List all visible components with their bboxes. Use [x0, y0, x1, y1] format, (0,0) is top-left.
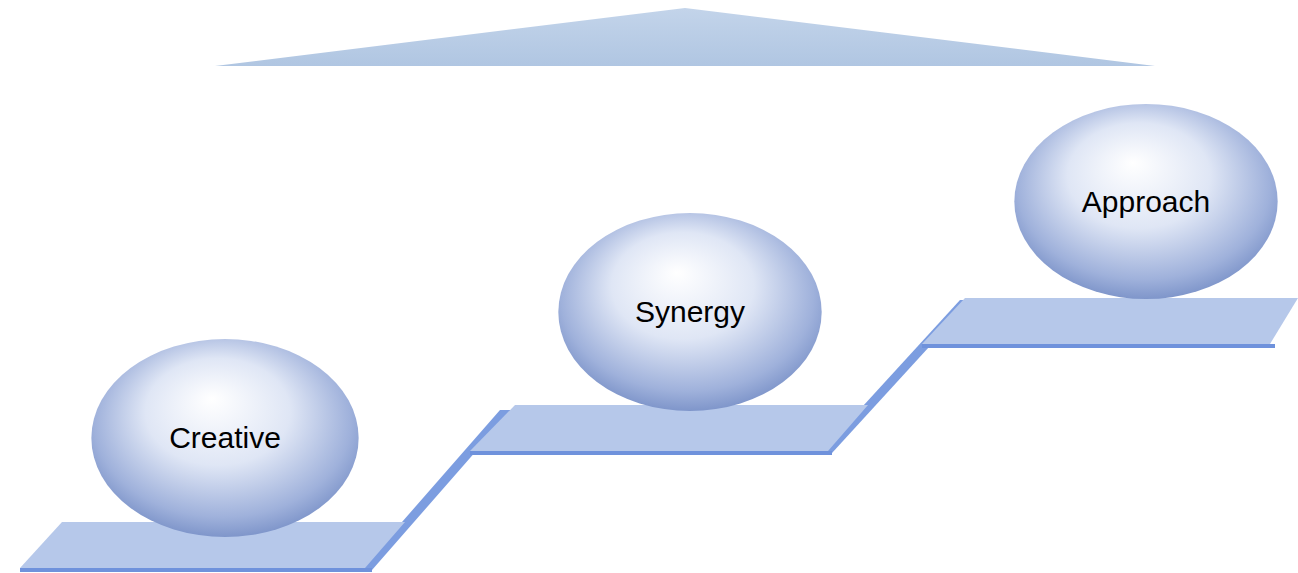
sphere-label: Approach [1082, 185, 1210, 219]
sphere-node: Creative [90, 338, 360, 538]
sphere-label: Creative [169, 421, 281, 455]
sphere-node: Synergy [557, 212, 823, 412]
step-edge [922, 344, 1275, 348]
step-edge [470, 451, 832, 455]
roof-triangle [215, 8, 1155, 66]
step-platform [922, 298, 1298, 344]
step-platform [470, 405, 868, 451]
step-edge [20, 568, 372, 572]
sphere-node: Approach [1013, 103, 1279, 300]
sphere-label: Synergy [635, 295, 745, 329]
